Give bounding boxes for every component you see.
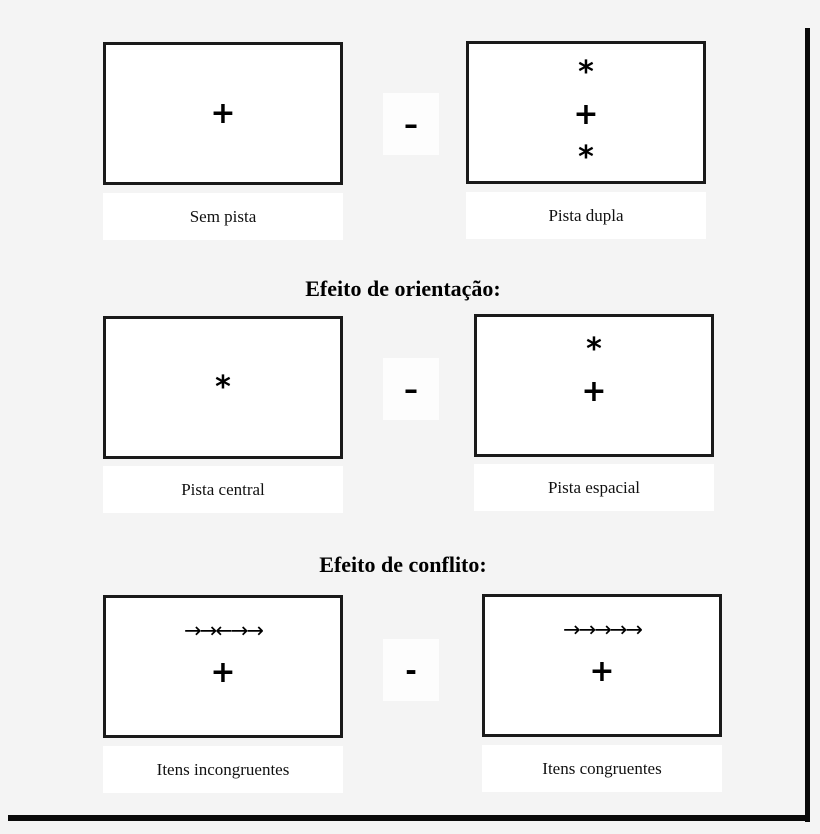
page-frame-right-rule: [805, 28, 810, 822]
spatial-cue-asterisk-glyph: *: [586, 331, 602, 367]
panel-inner: * +: [477, 317, 711, 454]
stimulus-panel-pista-espacial: * +: [474, 314, 714, 457]
flanker-arrows-incongruent-glyph: →→←→→: [184, 618, 264, 643]
section-heading-conflito: Efeito de conflito:: [319, 552, 487, 577]
stimulus-panel-pista-dupla: * + *: [466, 41, 706, 184]
stimulus-panel-sem-pista: +: [103, 42, 343, 185]
panel-inner: →→←→→ +: [106, 598, 340, 735]
central-cue-asterisk-glyph: *: [215, 369, 231, 405]
panel-caption-pista-espacial: Pista espacial: [474, 464, 714, 511]
fixation-cross-glyph: +: [581, 374, 607, 410]
panel-inner: →→→→→ +: [485, 597, 719, 734]
fixation-cross-glyph: +: [210, 95, 236, 131]
cue-asterisk-bottom-glyph: *: [578, 139, 594, 175]
fixation-cross-glyph: +: [573, 97, 599, 133]
panel-caption-itens-incongruentes: Itens incongruentes: [103, 746, 343, 793]
stimulus-panel-itens-congruentes: →→→→→ +: [482, 594, 722, 737]
minus-operator-row-orienting: –: [383, 358, 439, 420]
section-heading-orientacao: Efeito de orientação:: [305, 276, 501, 301]
panel-inner: *: [106, 319, 340, 456]
fixation-cross-glyph: +: [210, 655, 236, 691]
minus-operator-row-alerting: –: [383, 93, 439, 155]
panel-caption-pista-dupla: Pista dupla: [466, 192, 706, 239]
fixation-cross-glyph: +: [589, 654, 615, 690]
panel-caption-itens-congruentes: Itens congruentes: [482, 745, 722, 792]
panel-inner: +: [106, 45, 340, 182]
minus-operator-row-conflict: -: [383, 639, 439, 701]
flanker-arrows-congruent-glyph: →→→→→: [563, 617, 643, 642]
panel-inner: * + *: [469, 44, 703, 181]
stimulus-panel-pista-central: *: [103, 316, 343, 459]
panel-caption-sem-pista: Sem pista: [103, 193, 343, 240]
panel-caption-pista-central: Pista central: [103, 466, 343, 513]
page-frame-bottom-rule: [8, 815, 808, 821]
stimulus-panel-itens-incongruentes: →→←→→ +: [103, 595, 343, 738]
cue-asterisk-top-glyph: *: [578, 54, 594, 90]
